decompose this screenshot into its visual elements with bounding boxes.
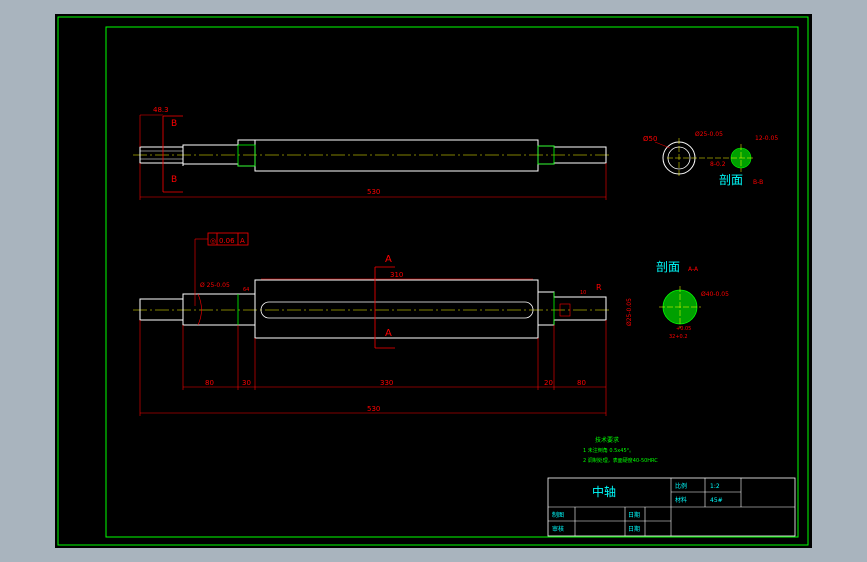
title-block-checked-label: 审核 xyxy=(552,525,564,533)
front-dim-total: 530 xyxy=(367,405,380,413)
title-block-name: 中轴 xyxy=(592,484,616,499)
section-bb-tag: B-B xyxy=(753,179,763,186)
section-aa: 剖面 A-A Ø40-0.05 +0.05 32+0.2 xyxy=(656,260,729,340)
tech-notes-line1: 1 未注倒角 0.5x45°。 xyxy=(583,447,634,454)
top-shoulder-right xyxy=(537,145,555,165)
section-aa-label: 剖面 xyxy=(656,260,680,274)
title-block-date-label-2: 日期 xyxy=(628,525,640,533)
tech-notes: 技术要求 1 未注倒角 0.5x45°。 2 调制处理，表面硬度40-50HRC xyxy=(583,436,658,464)
drawing-viewport[interactable]: B B 48.3 530 Ø50 Ø25-0.05 12-0.05 8-0.2 … xyxy=(55,14,812,548)
title-block-material-label: 材料 xyxy=(675,496,687,504)
tolerance-value: 0.06 xyxy=(219,237,235,245)
section-bb-label: 剖面 xyxy=(719,173,743,187)
top-dim-overall: 530 xyxy=(367,188,380,196)
front-dim-seg1: 80 xyxy=(205,379,214,387)
top-shaft-outline xyxy=(139,139,607,172)
title-block-date-label-1: 日期 xyxy=(628,511,640,519)
inner-frame xyxy=(105,26,799,538)
front-dim-right-small: 10 xyxy=(580,290,586,296)
title-block-drawn-label: 制图 xyxy=(552,511,564,519)
section-aa-callout: Ø40-0.05 xyxy=(701,291,729,298)
outer-frame xyxy=(57,16,809,546)
top-section-letter-top: B xyxy=(171,119,177,129)
section-aa-keyway: +0.05 xyxy=(676,326,691,332)
front-section-letter-top: A xyxy=(385,254,392,265)
section-aa-tag: A-A xyxy=(688,266,699,273)
title-block: 中轴 比例 1:2 材料 45# 制图 审核 日期 日期 xyxy=(547,477,796,537)
front-section-letter-bottom: A xyxy=(385,328,392,339)
section-bb-callout: Ø25-0.05 xyxy=(695,131,723,138)
front-dim-seg4: 20 xyxy=(544,379,553,387)
front-dim-seg3: 330 xyxy=(380,379,393,387)
tech-notes-line2: 2 调制处理，表面硬度40-50HRC xyxy=(583,457,658,464)
section-bb: Ø50 Ø25-0.05 12-0.05 8-0.2 剖面 B-B xyxy=(643,131,778,187)
section-bb-diameter: Ø50 xyxy=(643,135,657,143)
title-block-scale-value: 1:2 xyxy=(710,483,720,490)
tech-notes-heading: 技术要求 xyxy=(595,436,619,444)
front-view: ◎ 0.06 A Ø 25-0.05 64 A A 310 10 R Ø25-0… xyxy=(133,232,633,416)
front-dim-keyway: 310 xyxy=(390,271,403,279)
section-bb-depth: 8-0.2 xyxy=(710,161,726,168)
tolerance-frame xyxy=(207,232,249,246)
front-keyway-slot xyxy=(260,301,534,319)
tolerance-datum: A xyxy=(240,237,245,245)
title-block-scale-label: 比例 xyxy=(675,482,687,490)
front-dim-step-small: 64 xyxy=(243,287,249,293)
top-view: B B 48.3 530 xyxy=(133,106,610,200)
front-dim-vertical-right: Ø25-0.05 xyxy=(626,298,633,326)
section-bb-keyway: 12-0.05 xyxy=(755,135,778,142)
front-dim-right-mark: R xyxy=(596,283,602,292)
top-dim-left: 48.3 xyxy=(153,106,169,114)
front-dim-seg5: 80 xyxy=(577,379,586,387)
tolerance-symbol: ◎ xyxy=(210,237,216,245)
title-block-material-value: 45# xyxy=(710,497,723,504)
top-shoulder-left xyxy=(237,144,256,167)
front-dim-left-step: Ø 25-0.05 xyxy=(200,282,230,289)
cad-drawing: B B 48.3 530 Ø50 Ø25-0.05 12-0.05 8-0.2 … xyxy=(57,16,809,546)
section-aa-depth: 32+0.2 xyxy=(669,334,688,340)
front-dim-seg2: 30 xyxy=(242,379,251,387)
top-section-letter-bottom: B xyxy=(171,175,177,185)
